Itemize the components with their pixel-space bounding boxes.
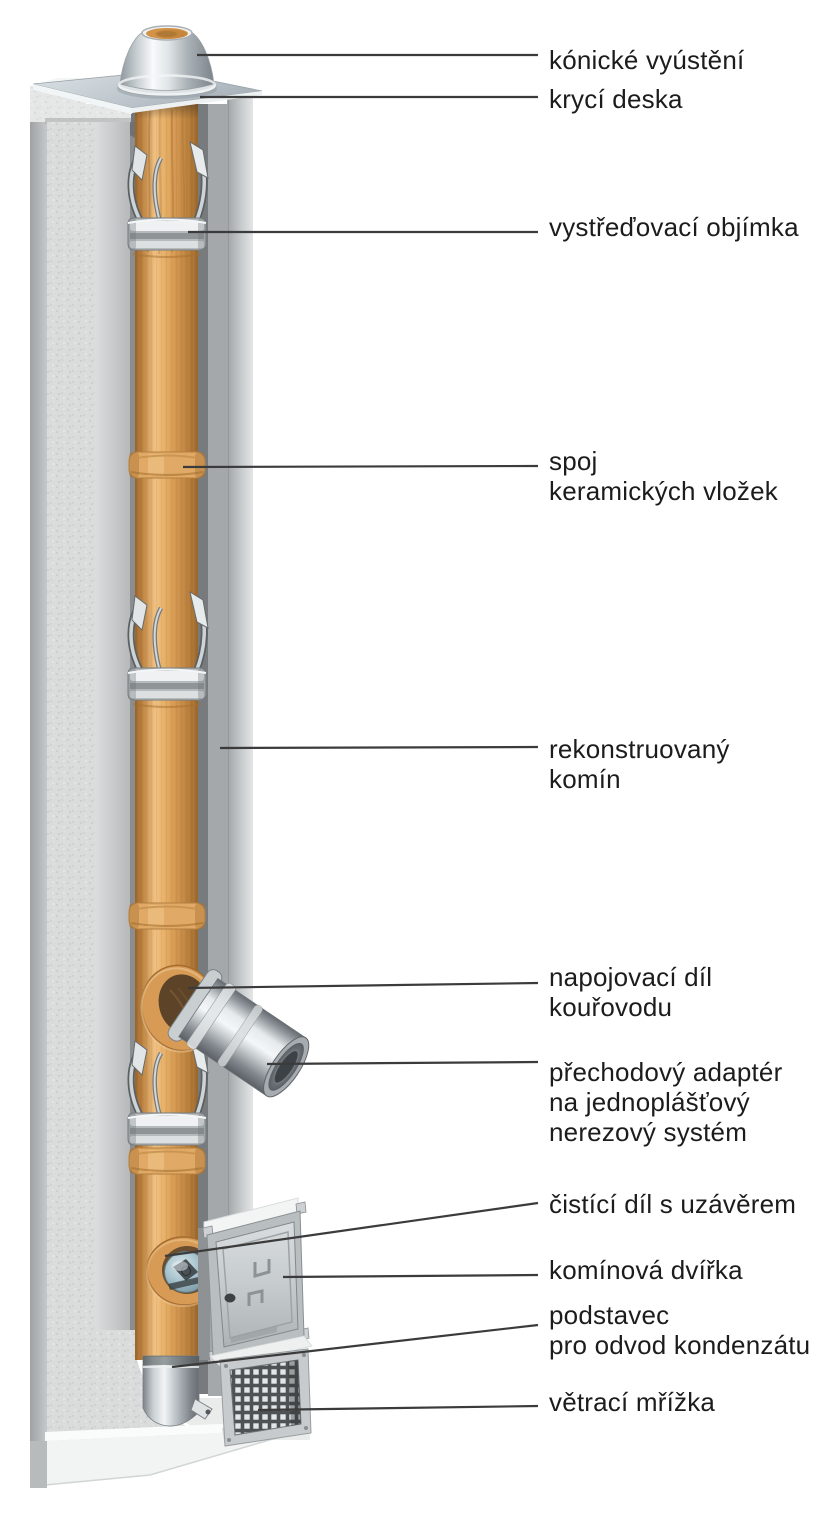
label-text: nerezový systém [549, 1117, 748, 1147]
label-text: přechodový adaptér [549, 1057, 783, 1087]
label-rekonstruovany-komin: rekonstruovaný komín [549, 734, 730, 794]
condensate-base [142, 1355, 213, 1427]
door-emboss-upper [253, 1259, 271, 1278]
leader-vetraci-mrizka [257, 1404, 539, 1412]
label-text: vystřeďovací objímka [549, 212, 799, 242]
leader-lines [164, 53, 539, 1412]
label-text: podstavec [549, 1300, 670, 1330]
label-text: kónické vyústění [549, 45, 745, 75]
leader-prechodovy-adapter [266, 1060, 539, 1066]
liner-joint-3 [128, 1147, 206, 1175]
door-handle-hole [224, 1293, 236, 1303]
label-cistici-dil-s-uzaverem: čistící díl s uzávěrem [549, 1189, 796, 1219]
label-kryci-deska: krycí deska [549, 84, 683, 114]
label-text: spoj [549, 446, 598, 476]
leader-rekonstruovany-komin [219, 745, 539, 750]
label-text: pro odvod kondenzátu [549, 1330, 811, 1360]
label-text: napojovací díl [549, 962, 713, 992]
label-prechodovy-adapter: přechodový adaptér na jednoplášťový nere… [549, 1057, 782, 1147]
chimney-door [198, 1197, 313, 1369]
leader-cistici-dil [164, 1201, 539, 1258]
liner-joint-2 [128, 902, 206, 930]
label-spoj-keramickych-vlozek: spoj keramických vložek [549, 446, 778, 506]
ventilation-grille [219, 1348, 312, 1447]
label-vetraci-mrizka: větrací mřížka [549, 1387, 715, 1417]
label-text: čistící díl s uzávěrem [549, 1189, 797, 1219]
label-text: krycí deska [549, 84, 683, 114]
label-text: na jednoplášťový [549, 1087, 750, 1117]
label-text: keramických vložek [549, 476, 778, 506]
label-kominova-dvirka: komínová dvířka [549, 1255, 743, 1285]
label-text: rekonstruovaný [549, 734, 730, 764]
label-text: komínová dvířka [549, 1255, 743, 1285]
label-konicke-vyusteni: kónické vyústění [549, 45, 744, 75]
label-text: větrací mřížka [549, 1387, 716, 1417]
leader-podstavec [171, 1323, 539, 1369]
label-text: kouřovodu [549, 992, 673, 1022]
leader-kominova-dvirka [282, 1273, 539, 1279]
label-napojovaci-dil-kourovodu: napojovací díl kouřovodu [549, 962, 712, 1022]
label-podstavec-pro-odvod-kondenzatu: podstavec pro odvod kondenzátu [549, 1300, 810, 1360]
leader-spoj [182, 464, 539, 469]
leader-napojovaci-dil [187, 981, 539, 990]
label-text: komín [549, 764, 621, 794]
conical-outlet [117, 25, 217, 97]
liner-joint-1 [128, 451, 206, 479]
door-emboss-lower [247, 1289, 264, 1306]
label-vystredovaci-objimka: vystřeďovací objímka [549, 212, 799, 242]
